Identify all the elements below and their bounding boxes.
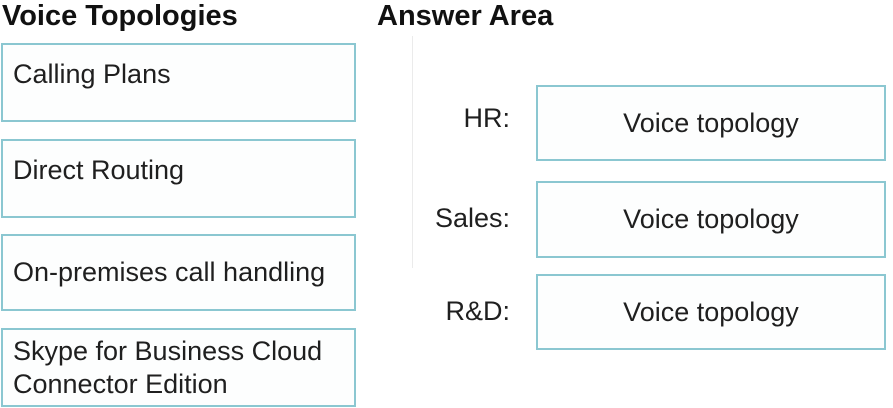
- source-panel-title: Voice Topologies: [2, 0, 238, 32]
- drag-tile-skype-cloud-connector[interactable]: Skype for Business Cloud Connector Editi…: [1, 328, 356, 407]
- answer-row-label-sales: Sales:: [434, 203, 510, 233]
- drag-tile-direct-routing[interactable]: Direct Routing: [1, 139, 356, 218]
- drop-box-hr[interactable]: Voice topology: [536, 85, 886, 161]
- answer-row-label-rd: R&D:: [445, 296, 510, 326]
- drop-box-sales[interactable]: Voice topology: [536, 181, 886, 258]
- drag-tile-calling-plans[interactable]: Calling Plans: [1, 43, 356, 122]
- divider-line: [412, 36, 413, 268]
- drop-box-rd[interactable]: Voice topology: [536, 274, 886, 350]
- answer-panel-title: Answer Area: [377, 0, 554, 32]
- answer-row-label-hr: HR:: [463, 103, 511, 133]
- drag-tile-on-premises-call-handling[interactable]: On-premises call handling: [1, 234, 356, 311]
